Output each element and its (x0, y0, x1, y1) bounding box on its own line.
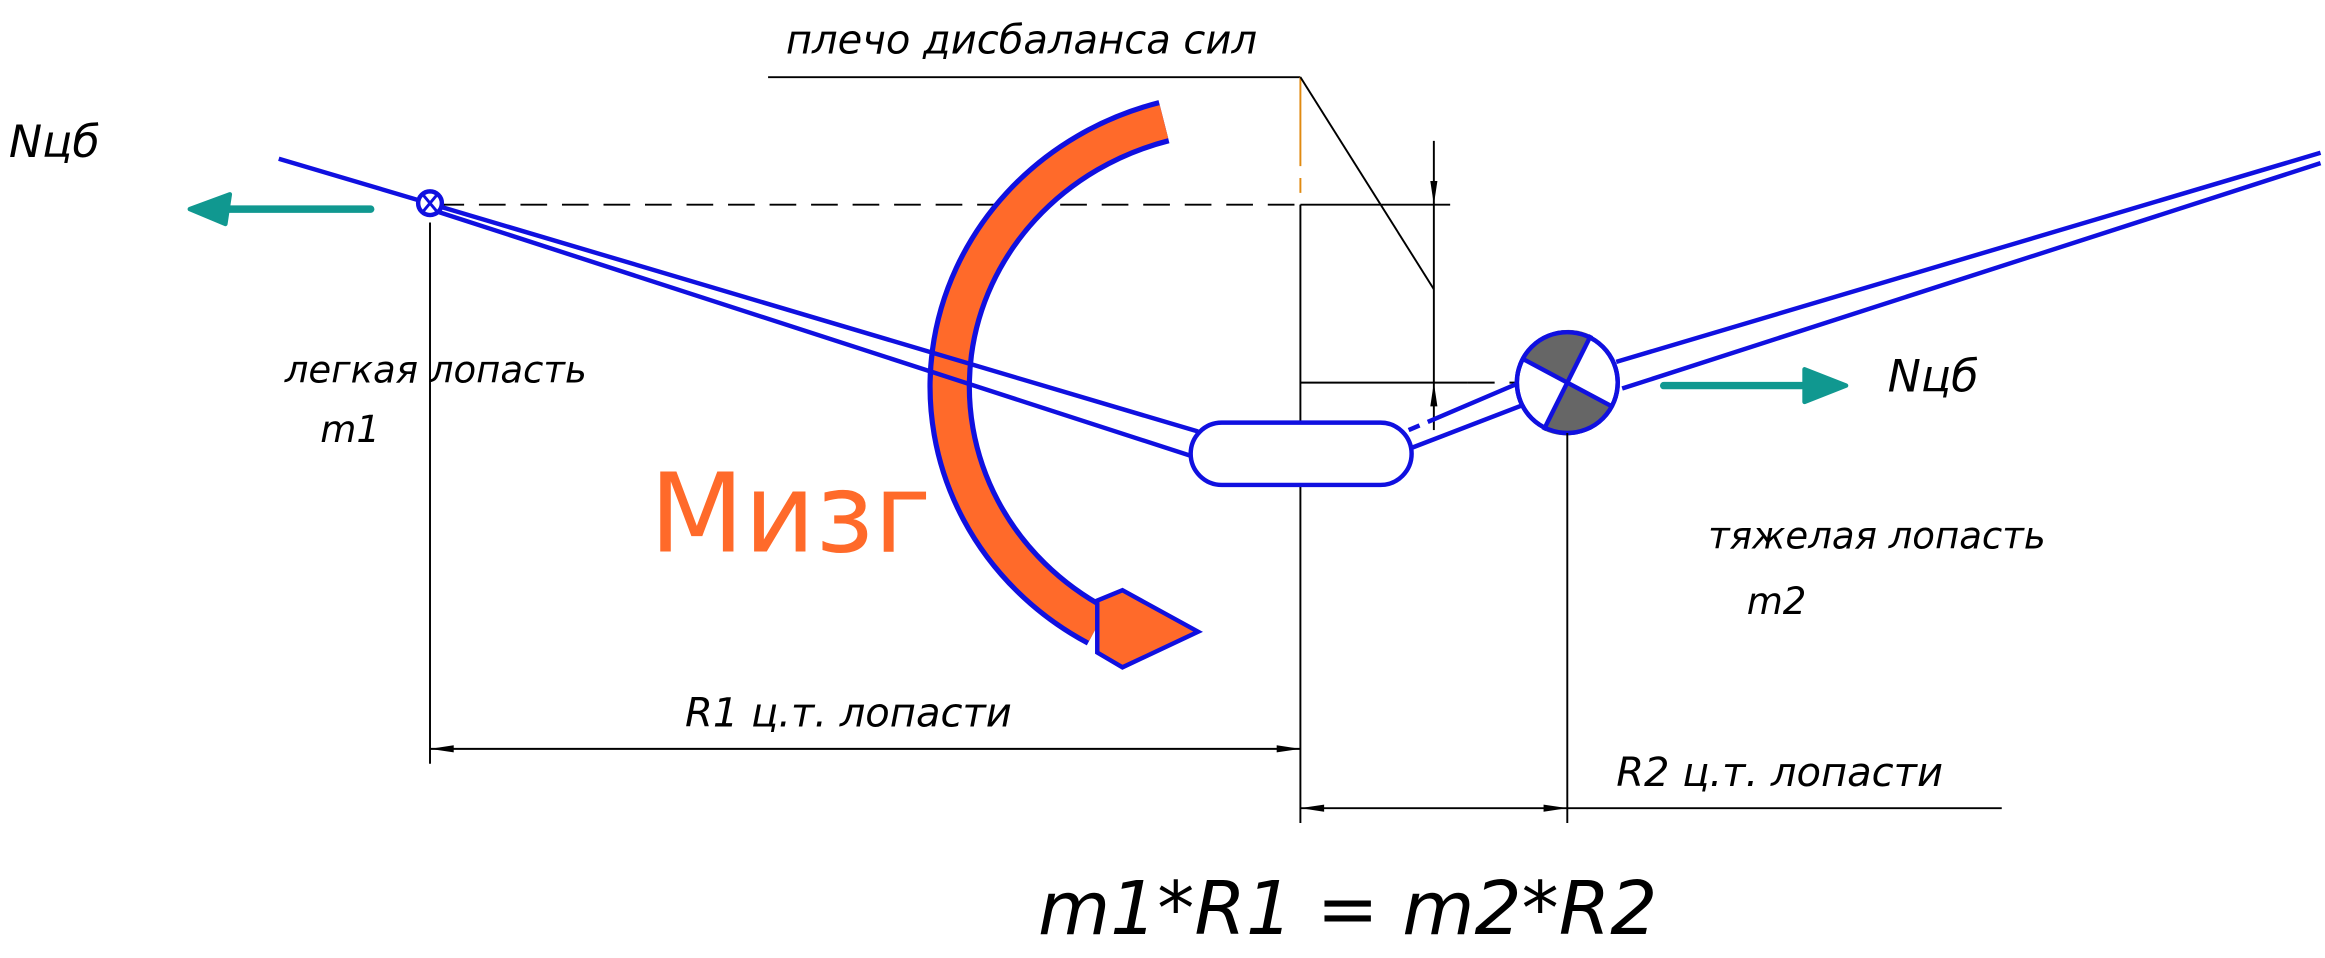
light-mass-label: m1 (320, 408, 380, 451)
force-left-label: Nцб (9, 117, 100, 168)
light-mass-marker (415, 189, 445, 218)
leader-diagonal (1299, 76, 1435, 290)
r2-label: R2 ц.т. лопасти (1616, 750, 1943, 796)
heavy-mass-label: m2 (1747, 580, 1807, 623)
rotor-hub (1188, 420, 1414, 488)
centrifugal-force-left-arrow (187, 192, 375, 227)
heavy-blade (1407, 150, 2322, 450)
moment-label: Mизг (649, 450, 931, 578)
heavy-blade-label: тяжелая лопасть (1708, 515, 2046, 558)
imbalance-arm-label: плечо дисбаланса сил (786, 17, 1257, 63)
light-blade-label: легкая лопасть (284, 349, 587, 392)
balance-formula: m1*R1 = m2*R2 (1038, 866, 1657, 952)
r1-label: R1 ц.т. лопасти (685, 691, 1012, 737)
centrifugal-force-right-arrow (1659, 367, 1849, 405)
force-right-label: Nцб (1888, 352, 1979, 403)
heavy-mass-marker (1514, 329, 1620, 436)
bending-moment-arrow (927, 100, 1203, 670)
